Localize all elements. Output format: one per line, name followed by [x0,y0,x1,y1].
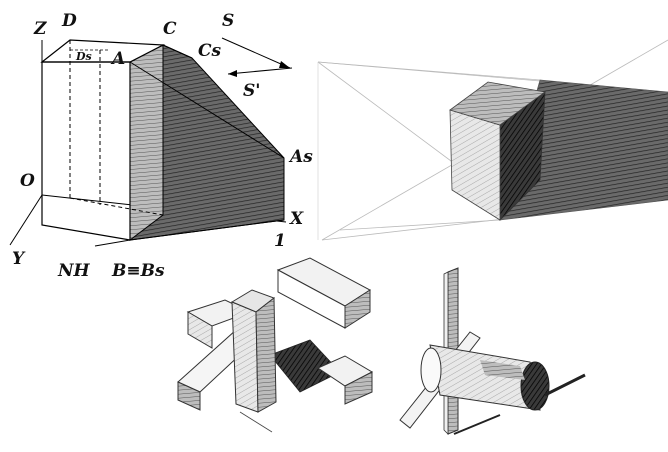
light-ray-s-head [279,61,290,68]
nh-line [94,239,131,247]
label-as: As [288,147,313,167]
light-ray-s [221,37,291,69]
label-s-prime: S' [243,81,260,101]
light-ray-s-prime [227,67,293,75]
cylinder-end-cap [520,361,550,411]
shadow-base-line [129,219,285,241]
label-a: A [110,49,125,69]
box-shadow-construction: Z D Ds C A Cs S S' As O X 1 Y NH B≡Bs [9,11,313,281]
label-nh: NH [57,261,91,281]
crossed-beams-sketch [177,257,374,433]
label-cs: Cs [198,41,222,61]
cube-perspective-sketch [317,39,668,241]
y-axis-line [9,194,43,246]
label-d: D [61,11,77,31]
label-z: Z [33,19,47,39]
hidden-edge-base [69,197,164,216]
label-o: O [20,171,35,191]
label-b-bs: B≡Bs [111,261,165,281]
label-ds: Ds [75,50,92,63]
light-ray-s-prime-head [228,70,237,77]
label-c: C [163,19,177,39]
cube-top-face [449,81,546,126]
shadow-ray-c [162,44,193,59]
label-s: S [222,11,234,31]
label-x: X [289,209,304,229]
label-y: Y [12,249,26,269]
box-front-face [41,61,131,241]
cube-front-face [449,109,501,221]
shadow-ray-a [129,61,285,159]
label-one: 1 [274,231,286,251]
box-right-face [129,44,164,242]
cylinder-post-sketch [399,267,586,435]
